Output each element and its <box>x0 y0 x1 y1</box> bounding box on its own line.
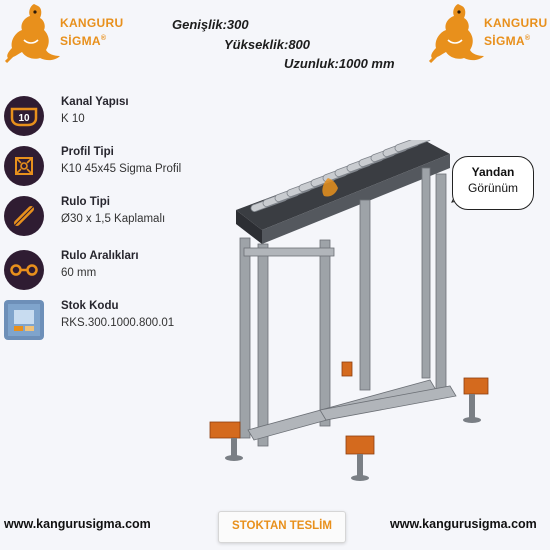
brand-name-line1: KANGURU <box>60 16 124 30</box>
channel-k10-icon: 10 <box>4 96 44 136</box>
spec-label: Kanal Yapısı <box>61 96 129 108</box>
dimension-length: Uzunluk:1000 mm <box>284 56 395 71</box>
brand-name: KANGURU SİGMA® <box>484 16 547 49</box>
spec-stock-code: Stok Kodu RKS.300.1000.800.01 <box>4 300 224 342</box>
brand-logo-right: KANGURU SİGMA® <box>428 0 548 68</box>
spec-value: Ø30 x 1,5 Kaplamalı <box>61 213 166 225</box>
spec-label: Stok Kodu <box>61 300 119 312</box>
dimension-width: Genişlik:300 <box>172 17 249 32</box>
spec-label: Rulo Tipi <box>61 196 110 208</box>
stock-delivery-label: STOKTAN TESLİM <box>232 520 332 532</box>
brand-name-line2: SİGMA <box>60 34 101 48</box>
side-view-callout: Yandan Görünüm <box>452 156 534 210</box>
roller-conveyor-drawing <box>209 140 489 481</box>
spec-value: RKS.300.1000.800.01 <box>61 317 175 329</box>
spec-value: K10 45x45 Sigma Profil <box>61 163 182 175</box>
kangaroo-icon <box>322 178 338 197</box>
spec-value: 60 mm <box>61 267 97 279</box>
profile-section-icon <box>4 146 44 186</box>
roller-spacing-icon <box>4 250 44 290</box>
brand-name-line2: SİGMA <box>484 34 525 48</box>
kangaroo-icon <box>428 4 484 64</box>
kangaroo-icon <box>4 4 61 64</box>
website-link-right[interactable]: www.kangurusigma.com <box>390 517 537 531</box>
spec-channel-structure: 10 Kanal Yapısı K 10 <box>4 96 224 138</box>
rollers <box>250 140 432 212</box>
brand-name: KANGURU SİGMA® <box>60 16 123 49</box>
callout-line2: Görünüm <box>467 181 519 195</box>
stock-code-icon <box>4 300 44 340</box>
registered-mark: ® <box>100 35 107 42</box>
roller-icon <box>4 196 44 236</box>
spec-label: Rulo Aralıkları <box>61 250 139 262</box>
spec-value: K 10 <box>61 113 85 125</box>
stock-delivery-badge: STOKTAN TESLİM <box>218 511 346 543</box>
brand-logo-left: KANGURU SİGMA® <box>4 0 124 68</box>
support-legs <box>239 167 447 447</box>
spec-roller-spacing: Rulo Aralıkları 60 mm <box>4 250 224 292</box>
leveling-feet <box>225 394 481 481</box>
k10-icon-text: 10 <box>18 113 30 124</box>
spec-profile-type: Profil Tipi K10 45x45 Sigma Profil <box>4 146 224 188</box>
conveyor-top-frame <box>236 140 450 230</box>
cross-members <box>243 247 457 441</box>
callout-line1: Yandan <box>471 165 515 179</box>
brand-name-line1: KANGURU <box>484 16 548 30</box>
registered-mark: ® <box>524 35 531 42</box>
spec-roller-type: Rulo Tipi Ø30 x 1,5 Kaplamalı <box>4 196 224 238</box>
website-link-left[interactable]: www.kangurusigma.com <box>4 517 151 531</box>
spec-label: Profil Tipi <box>61 146 114 158</box>
dimension-height: Yükseklik:800 <box>224 37 311 52</box>
foot-plates <box>209 361 489 455</box>
